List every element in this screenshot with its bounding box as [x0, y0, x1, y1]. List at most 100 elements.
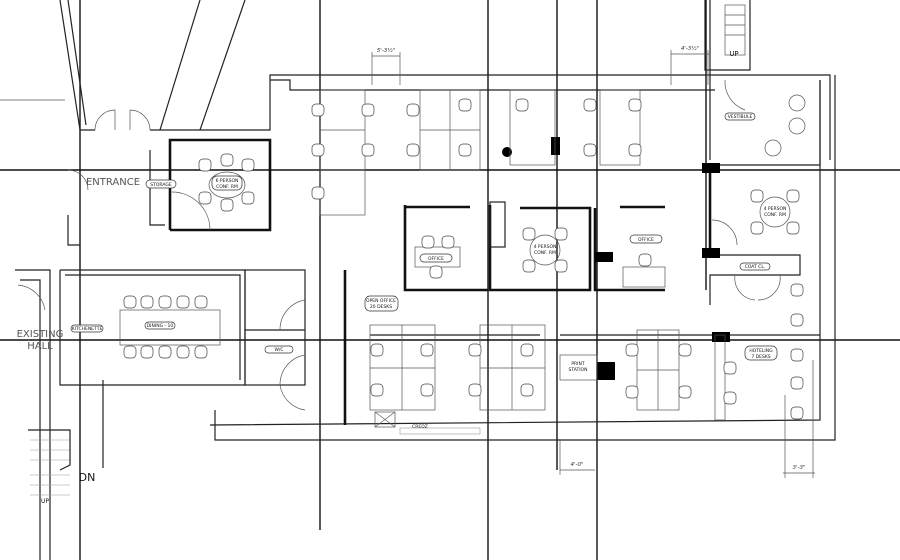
chair-icon: [468, 343, 482, 357]
chair-icon: [361, 103, 375, 117]
chair-icon: [176, 345, 190, 359]
svg-text:7 DESKS: 7 DESKS: [751, 354, 770, 360]
print-station-label: PRINT: [571, 361, 585, 367]
chair-icon: [421, 235, 435, 249]
chair-icon: [123, 345, 137, 359]
chair-icon: [786, 221, 800, 235]
chair-icon: [522, 259, 536, 273]
chair-icon: [790, 376, 804, 390]
svg-text:CONF. RM: CONF. RM: [216, 184, 238, 190]
chair-icon: [628, 143, 642, 157]
desks: [119, 89, 726, 435]
chair-icon: [311, 103, 325, 117]
chair-icon: [198, 191, 212, 205]
entrance-label: ENTRANCE: [86, 177, 140, 188]
chair-icon: [750, 189, 764, 203]
conference-tables: [208, 94, 806, 266]
office-left-label: OFFICE: [428, 256, 444, 262]
stairs: DN UP UP: [28, 50, 739, 505]
chair-icon: [458, 143, 472, 157]
chair-icon: [158, 345, 172, 359]
chair-icon: [625, 343, 639, 357]
dimensions: 5'-3½" 4'-3½" 4'-0" 3'-3": [371, 45, 815, 478]
chair-icon: [158, 295, 172, 309]
chair-icon: [583, 143, 597, 157]
chair-icon: [468, 383, 482, 397]
chair-icon: [311, 186, 325, 200]
chair-icon: [522, 227, 536, 241]
chair-icon: [220, 198, 234, 212]
chair-icon: [241, 191, 255, 205]
chair-icon: [458, 98, 472, 112]
chair-icon: [520, 383, 534, 397]
columns: [502, 137, 730, 380]
svg-text:STATION: STATION: [569, 367, 588, 373]
chair-icon: [790, 313, 804, 327]
chair-icon: [678, 343, 692, 357]
hoteling-label: HOTELING: [749, 348, 773, 354]
existing-walls: [0, 0, 831, 160]
chair-icon: [583, 98, 597, 112]
chair-icon: [520, 343, 534, 357]
open-office-label: OPEN OFFICE: [366, 298, 396, 304]
wc-label: W/C: [274, 347, 283, 353]
credenza-label: CREDZ: [412, 424, 428, 430]
stair-down-label: DN: [79, 471, 96, 484]
coat-closet-label: COAT CL.: [745, 264, 766, 270]
chair-icon: [140, 295, 154, 309]
chair-icon: [194, 345, 208, 359]
dimension-bottom-left: 4'-0": [570, 462, 583, 468]
chair-icon: [790, 406, 804, 420]
building-walls: [15, 0, 836, 560]
doors: [17, 79, 781, 411]
chair-icon: [790, 283, 804, 297]
storage-label: STORAGE: [150, 182, 172, 188]
chair-icon: [554, 259, 568, 273]
svg-text:CONF. RM: CONF. RM: [764, 212, 786, 218]
chair-icon: [723, 391, 737, 405]
vestibule-label: VESTIBULE: [728, 114, 753, 120]
dining-label: DINING - 10: [147, 323, 174, 329]
chair-icon: [723, 361, 737, 375]
chair-icon: [790, 348, 804, 362]
chair-icon: [123, 295, 137, 309]
chair-icon: [420, 383, 434, 397]
chair-icon: [370, 343, 384, 357]
stair-up-label: UP: [41, 498, 49, 505]
chair-icon: [406, 103, 420, 117]
chair-icon: [420, 343, 434, 357]
conf-right-label: 4 PERSON: [764, 206, 787, 212]
chair-icon: [625, 385, 639, 399]
chair-icon: [441, 235, 455, 249]
chair-icon: [429, 265, 443, 279]
office-right-label: OFFICE: [638, 237, 654, 243]
svg-text:CONF. RM: CONF. RM: [534, 250, 556, 256]
chair-icon: [241, 158, 255, 172]
dimension-bottom-right: 3'-3": [792, 465, 805, 471]
chair-icon: [194, 295, 208, 309]
conf-center-label: 4 PERSON: [534, 244, 557, 250]
chair-icon: [786, 189, 800, 203]
chair-icon: [750, 221, 764, 235]
chairs: [123, 98, 804, 420]
chair-icon: [176, 295, 190, 309]
chair-icon: [678, 385, 692, 399]
chair-icon: [628, 98, 642, 112]
existing-hall-label: EXISTING: [17, 329, 64, 340]
room-labels: ENTRANCE STORAGE 6 PERSON CONF. RM KITCH…: [17, 112, 787, 430]
kitchenette-label: KITCHENETTE: [72, 326, 103, 332]
chair-icon: [370, 383, 384, 397]
stair-up-top-label: UP: [729, 50, 738, 58]
chair-icon: [311, 143, 325, 157]
chair-icon: [140, 345, 154, 359]
dimension-top-left: 5'-3½": [377, 47, 395, 54]
svg-text:20 DESKS: 20 DESKS: [370, 304, 392, 310]
conf-6-label: 6 PERSON: [216, 178, 239, 184]
chair-icon: [361, 143, 375, 157]
chair-icon: [638, 253, 652, 267]
chair-icon: [198, 158, 212, 172]
chair-icon: [515, 98, 529, 112]
chair-icon: [406, 143, 420, 157]
